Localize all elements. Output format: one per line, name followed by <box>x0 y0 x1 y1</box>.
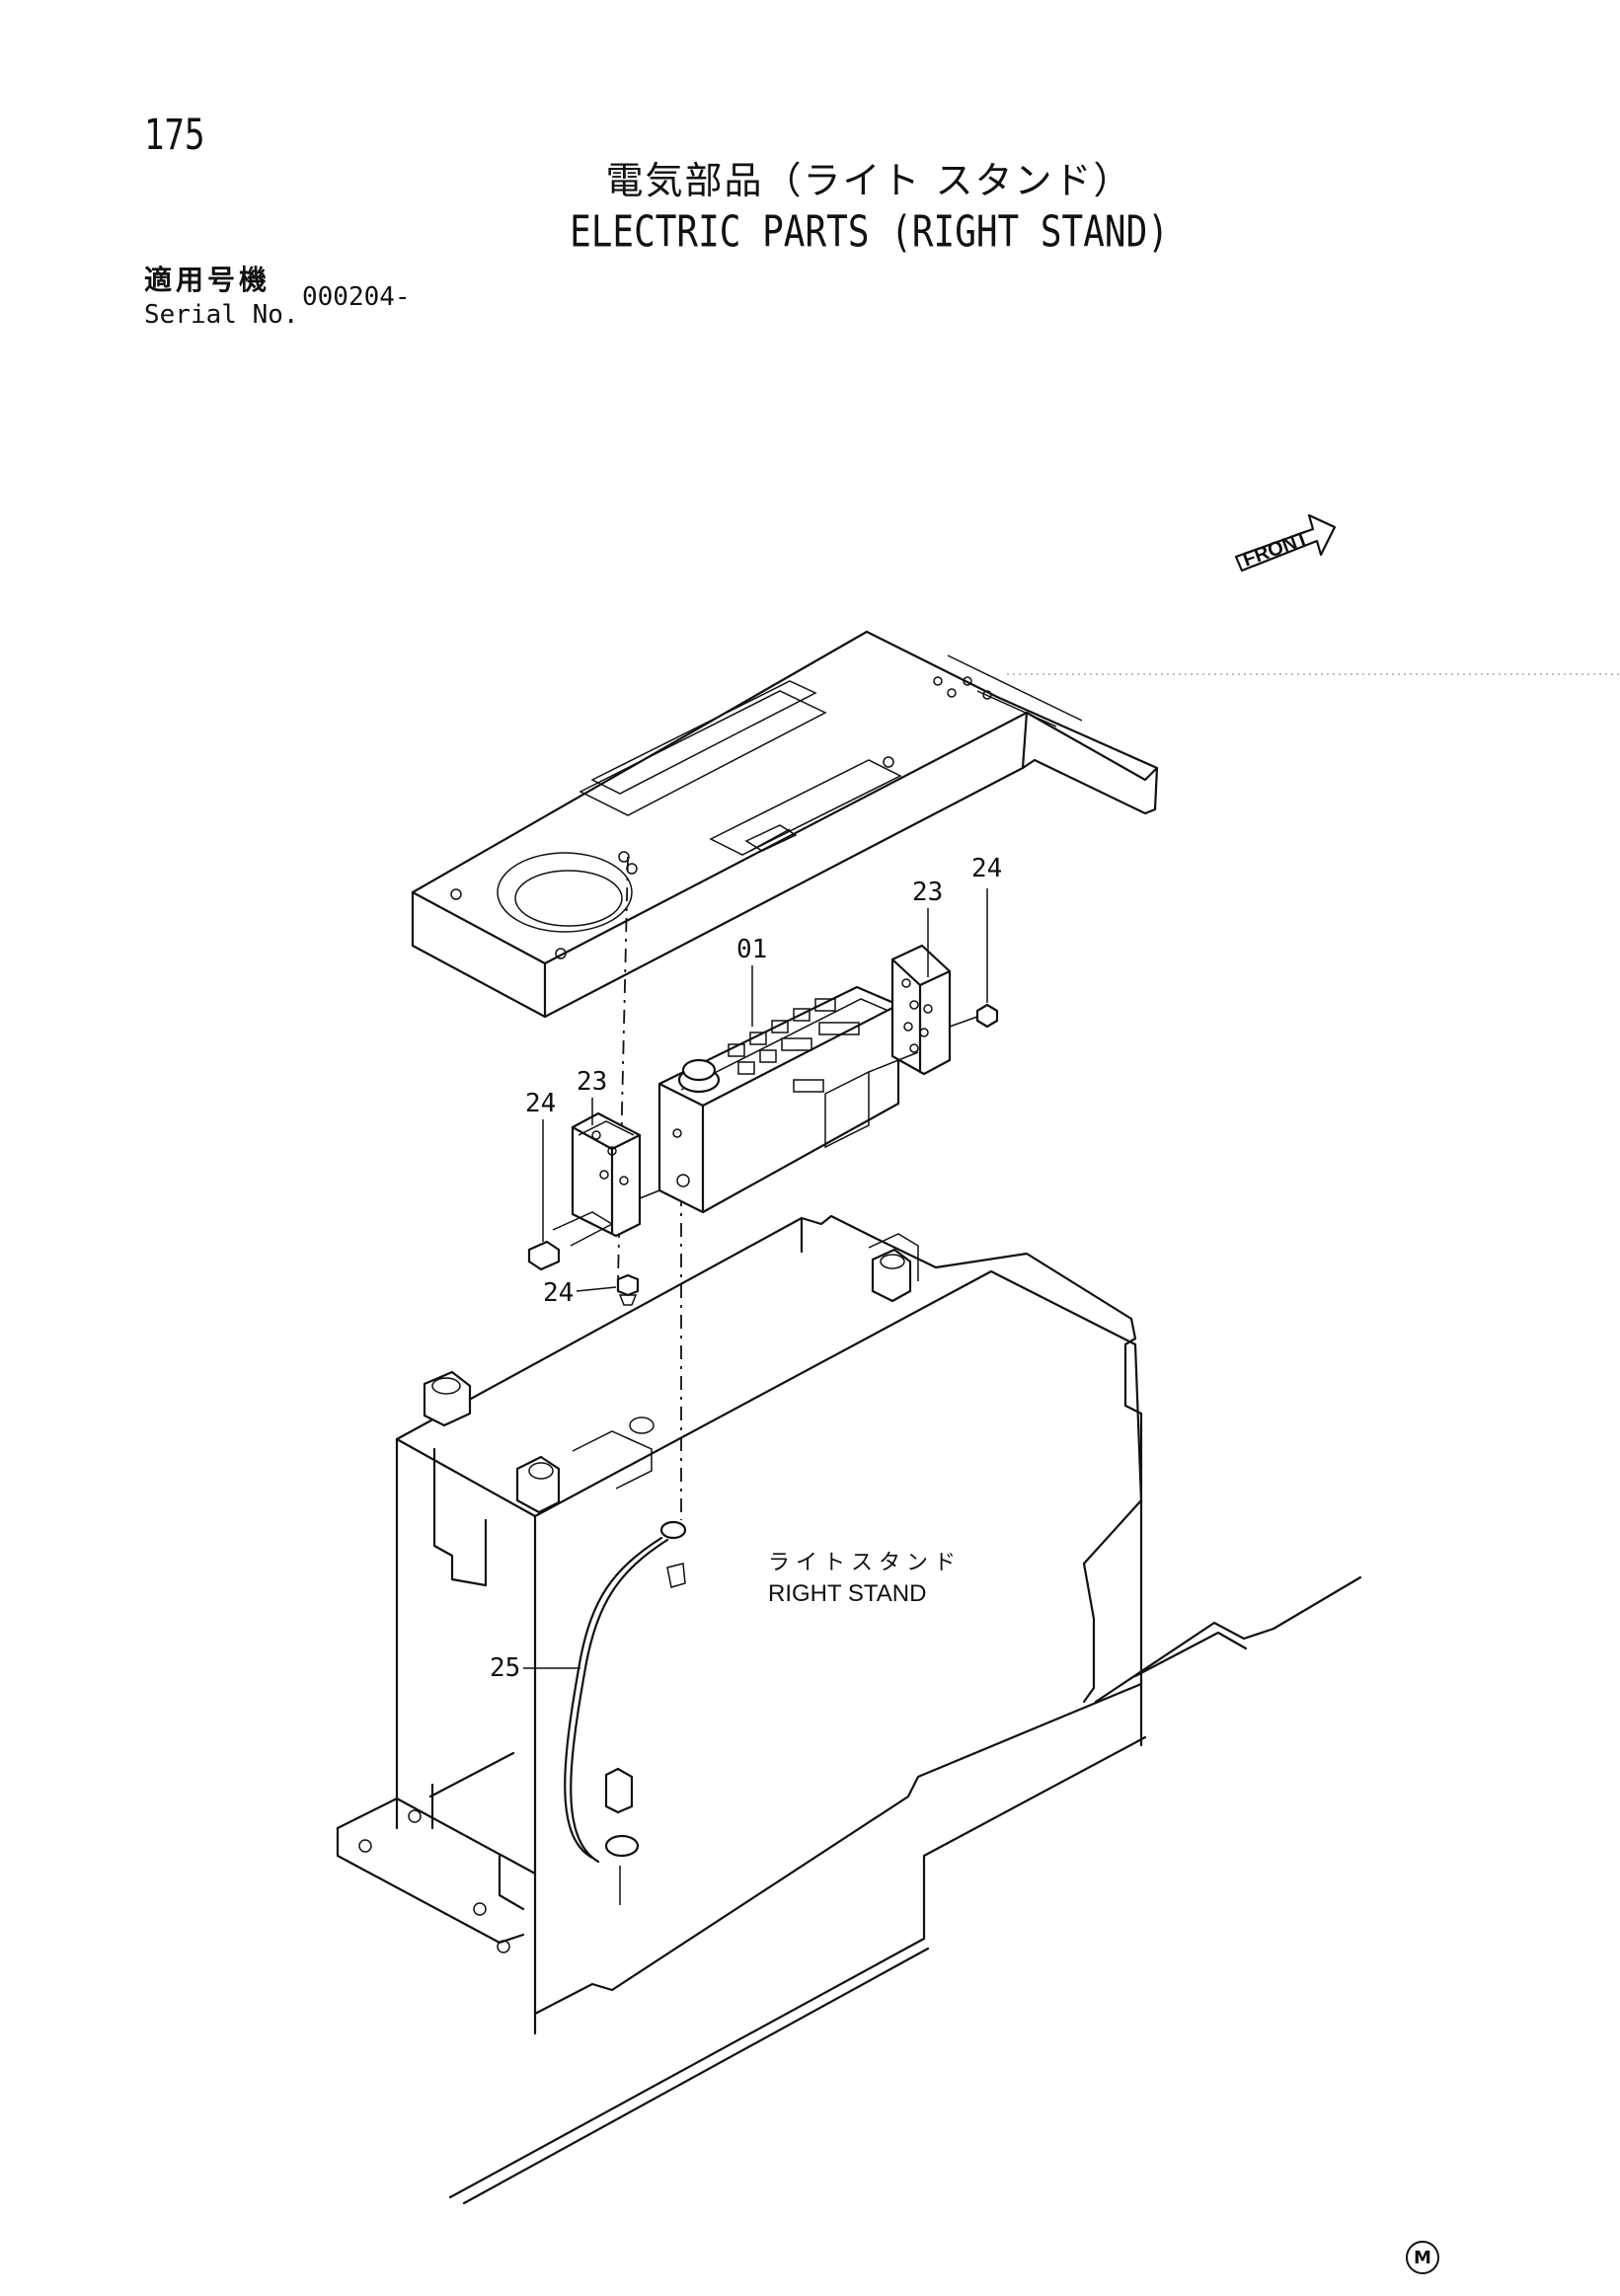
callout-23-left: 23 <box>577 1067 607 1125</box>
svg-text:23: 23 <box>912 878 943 907</box>
svg-text:24: 24 <box>543 1278 574 1308</box>
hinge-right <box>871 1248 912 1303</box>
hinge-center <box>515 1416 655 1514</box>
callout-25: 25 <box>490 1653 580 1683</box>
title-block: 電気部品（ライト スタンド） ELECTRIC PARTS (RIGHT STA… <box>0 150 1620 257</box>
serial-label-japanese: 適用号機 <box>144 264 271 296</box>
control-unit-buttons <box>728 998 860 1075</box>
svg-text:25: 25 <box>490 1653 520 1683</box>
bolt-bottom-icon <box>616 1273 640 1306</box>
serial-number-value: 000204- <box>302 282 411 312</box>
callout-24-right: 24 <box>971 854 1002 883</box>
svg-text:24: 24 <box>971 854 1002 883</box>
callout-01: 01 <box>736 935 767 1027</box>
front-arrow-icon: FRONT <box>1234 513 1337 573</box>
ground-cable <box>564 1520 687 1905</box>
stand-label-japanese: ライトスタンド <box>768 1551 962 1575</box>
control-unit <box>657 985 900 1214</box>
right-stand-body <box>336 1211 1362 2205</box>
svg-text:24: 24 <box>525 1089 556 1118</box>
circled-m-mark: M <box>1406 2241 1439 2274</box>
bracket-right <box>868 944 978 1076</box>
cable-terminal-bottom-icon <box>604 1834 640 1858</box>
callout-24-left: 24 <box>525 1089 556 1242</box>
bolt-left-icon <box>527 1240 561 1271</box>
front-label: FRONT <box>1240 527 1311 571</box>
alignment-line-left <box>617 856 629 1280</box>
top-cover-plate <box>411 630 1159 1019</box>
hinge-left <box>423 1370 472 1427</box>
stand-label-english: RIGHT STAND <box>768 1580 926 1607</box>
cable-terminal-top-icon <box>659 1520 687 1540</box>
bolt-right-icon <box>975 888 999 1029</box>
bracket-left <box>570 1111 660 1247</box>
title-english: ELECTRIC PARTS (RIGHT STAND) <box>570 207 1169 258</box>
callout-24-bottom: 24 <box>543 1278 617 1308</box>
svg-text:23: 23 <box>577 1067 607 1097</box>
title-japanese: 電気部品（ライト スタンド） <box>605 159 1133 202</box>
ground-bolt-icon <box>604 1767 634 1814</box>
callout-23-right: 23 <box>912 878 943 977</box>
serial-label-english: Serial No. <box>144 300 299 330</box>
serial-label-block: 適用号機 Serial No. <box>144 259 299 330</box>
svg-text:01: 01 <box>736 935 767 964</box>
page-number: 175 <box>144 111 205 160</box>
